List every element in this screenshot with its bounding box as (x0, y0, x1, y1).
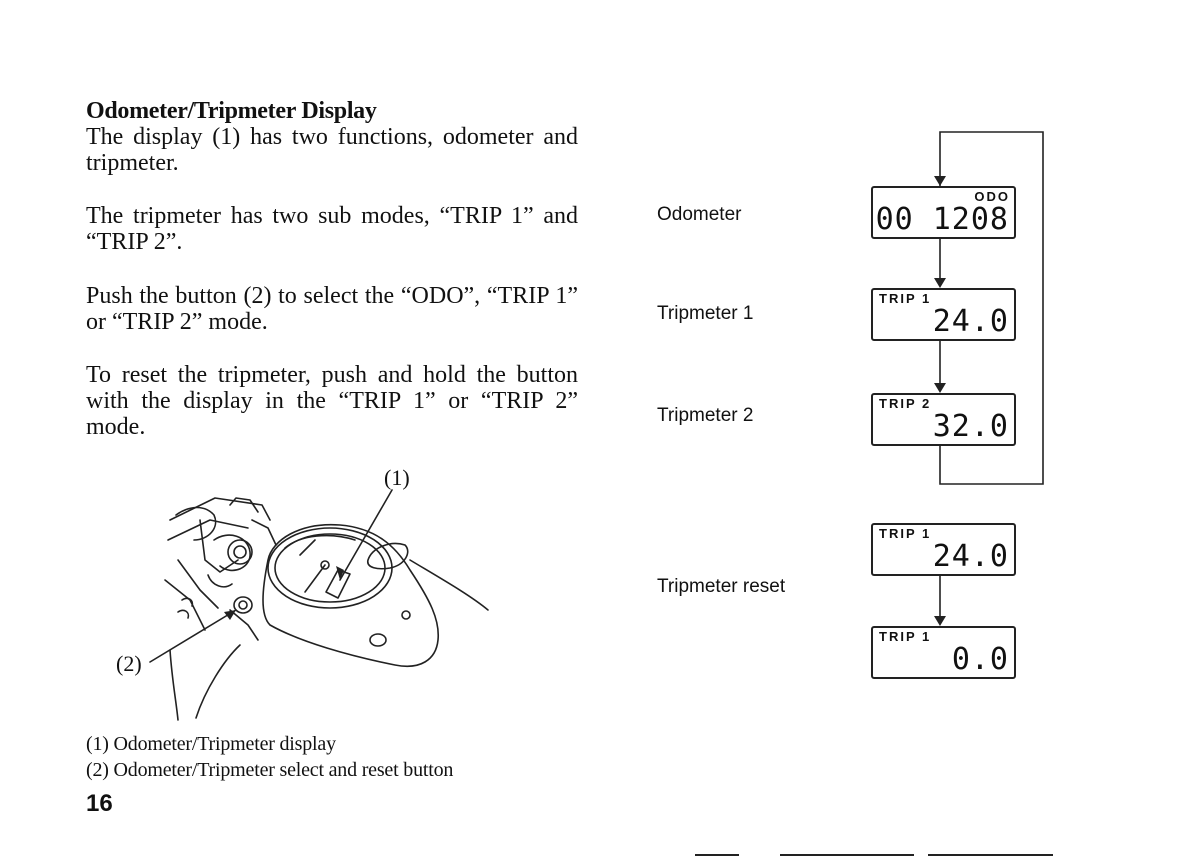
lcd-mode-label: ODO (974, 189, 1010, 204)
lcd-value: 00 1208 (875, 202, 1009, 237)
lcd-mode-label: TRIP 1 (879, 629, 932, 644)
lcd-tripmeter-1: TRIP 1 24.0 (871, 288, 1016, 341)
lcd-value: 0.0 (951, 642, 1009, 677)
label-tripmeter-1: Tripmeter 1 (657, 303, 754, 324)
lcd-value: 24.0 (932, 304, 1009, 339)
lcd-mode-label: TRIP 2 (879, 396, 932, 411)
lcd-value: 32.0 (932, 409, 1009, 444)
lcd-reset-after: TRIP 1 0.0 (871, 626, 1016, 679)
lcd-tripmeter-2: TRIP 2 32.0 (871, 393, 1016, 446)
callout-button: (2) (116, 651, 142, 676)
page-title: Odometer/Tripmeter Display (86, 98, 377, 124)
bottom-rule (928, 854, 1053, 856)
lcd-odometer: ODO 00 1208 (871, 186, 1016, 239)
bottom-rule (780, 854, 914, 856)
label-tripmeter-2: Tripmeter 2 (657, 405, 754, 426)
paragraph-display-functions: The display (1) has two functions, odome… (86, 124, 578, 176)
bottom-rule (695, 854, 739, 856)
caption-display: (1) Odometer/Tripmeter display (86, 733, 336, 755)
callout-display: (1) (384, 465, 410, 490)
lcd-mode-label: TRIP 1 (879, 526, 932, 541)
paragraph-reset: To reset the tripmeter, push and hold th… (86, 362, 578, 440)
label-odometer: Odometer (657, 204, 742, 225)
paragraph-sub-modes: The tripmeter has two sub modes, “TRIP 1… (86, 203, 578, 255)
label-tripmeter-reset: Tripmeter reset (657, 576, 786, 597)
page-number: 16 (86, 790, 113, 817)
lcd-value: 24.0 (932, 539, 1009, 574)
paragraph-select-mode: Push the button (2) to select the “ODO”,… (86, 283, 578, 335)
lcd-mode-label: TRIP 1 (879, 291, 932, 306)
lcd-reset-before: TRIP 1 24.0 (871, 523, 1016, 576)
caption-button: (2) Odometer/Tripmeter select and reset … (86, 759, 454, 781)
